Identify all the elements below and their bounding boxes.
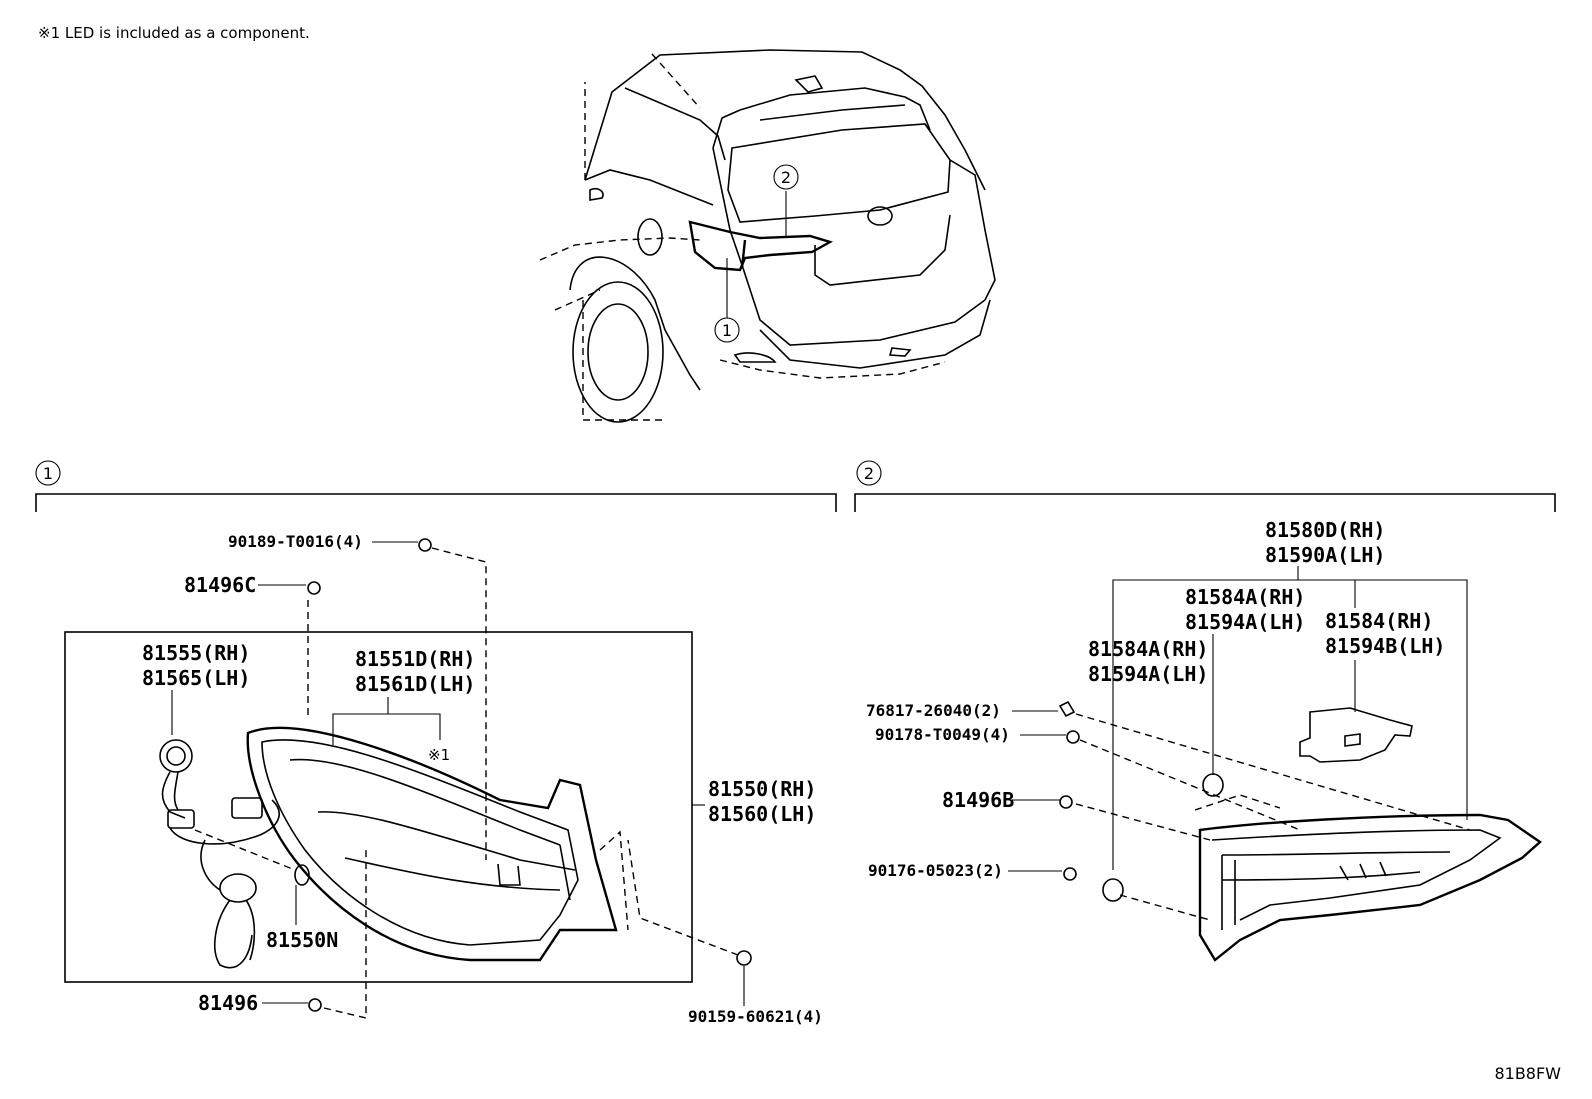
inner-lamp-gasket <box>1299 707 1413 763</box>
callout-1-vehicle-label: 1 <box>722 321 732 340</box>
part-90189-T0016: 90189-T0016(4) <box>228 532 363 551</box>
section-1-marker <box>35 460 61 486</box>
led-note: ※1 LED is included as a component. <box>38 24 310 42</box>
wiring-harness <box>159 739 310 969</box>
part-90178-T0049: 90178-T0049(4) <box>875 725 1010 744</box>
lamp-assembly-box <box>64 631 693 983</box>
part-81555-RH: 81555(RH) <box>142 641 250 665</box>
part-81550-RH: 81550(RH) <box>708 777 816 801</box>
part-81580D-RH: 81580D(RH) <box>1265 518 1385 542</box>
section-2-marker-label: 2 <box>864 464 874 483</box>
part-81496C: 81496C <box>184 573 256 597</box>
part-81584-RH: 81584(RH) <box>1325 609 1433 633</box>
part-76817-26040: 76817-26040(2) <box>866 701 1001 720</box>
part-81561D-LH: 81561D(LH) <box>355 672 475 696</box>
part-81496B: 81496B <box>942 788 1014 812</box>
led-note-marker: ※1 <box>428 746 450 764</box>
section-2-marker <box>856 460 882 486</box>
section-1-marker-label: 1 <box>43 464 53 483</box>
part-81594B-LH: 81594B(LH) <box>1325 634 1445 658</box>
part-81584A-RH-lower: 81584A(RH) <box>1088 637 1208 661</box>
outer-rear-lamp <box>246 726 629 962</box>
part-81590A-LH: 81590A(LH) <box>1265 543 1385 567</box>
callout-2-vehicle-label: 2 <box>781 168 791 187</box>
section-2-bracket <box>854 493 1556 512</box>
part-81560-LH: 81560(LH) <box>708 802 816 826</box>
diagram-code: 81B8FW <box>1494 1064 1561 1083</box>
part-90176-05023: 90176-05023(2) <box>868 861 1003 880</box>
part-81551D-RH: 81551D(RH) <box>355 647 475 671</box>
part-81496: 81496 <box>198 991 258 1015</box>
part-81594A-LH-lower: 81594A(LH) <box>1088 662 1208 686</box>
part-81565-LH: 81565(LH) <box>142 666 250 690</box>
vehicle-rear-illustration <box>539 49 996 423</box>
part-81550N: 81550N <box>266 928 338 952</box>
part-81594A-LH-upper: 81594A(LH) <box>1185 610 1305 634</box>
part-90159-60621: 90159-60621(4) <box>688 1007 823 1026</box>
part-81584A-RH-upper: 81584A(RH) <box>1185 585 1305 609</box>
inner-rear-lamp <box>1194 794 1542 962</box>
section-1-bracket <box>35 493 837 512</box>
callout-1-vehicle <box>714 317 740 343</box>
callout-2-vehicle <box>773 164 799 190</box>
